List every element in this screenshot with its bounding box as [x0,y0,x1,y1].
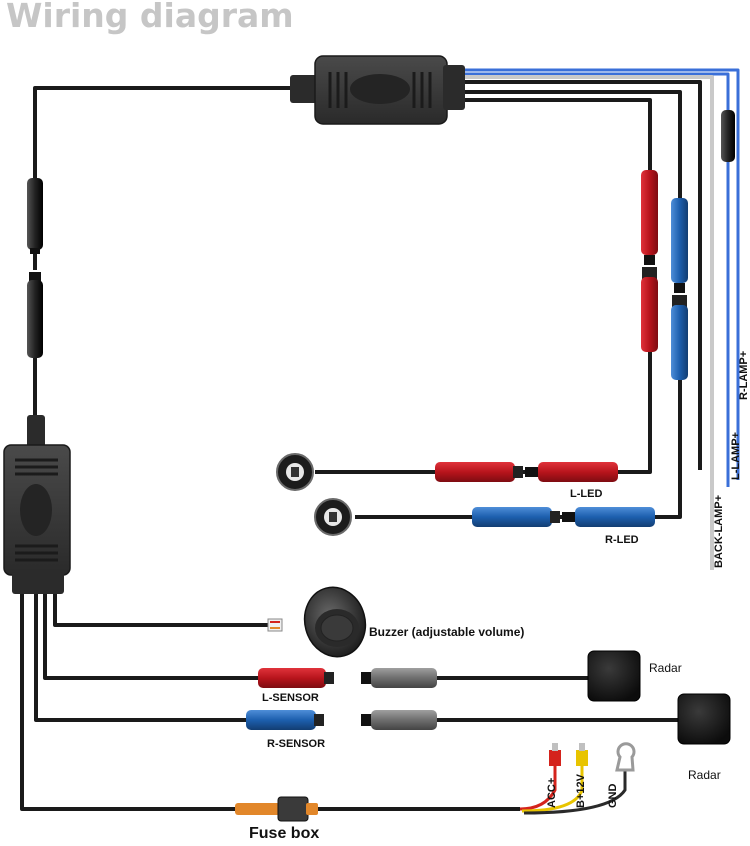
wire-buzzer [53,575,272,627]
r-lamp-label: R-LAMP+ [738,350,750,400]
r-led-label: R-LED [605,534,639,546]
r-sensor-connectors [246,710,437,730]
wire-back-lamp [462,75,714,570]
r-led-assembly [314,498,655,536]
l-sensor-connectors [258,668,437,688]
top-control-box [290,55,465,125]
buzzer-label: Buzzer (adjustable volume) [369,625,525,639]
radar-sensor-1 [587,650,641,702]
l-sensor-label: L-SENSOR [262,692,319,704]
l-led-label: L-LED [570,488,603,500]
power-split-wires [519,765,627,815]
wire-r-sensor [34,575,246,722]
left-black-connectors [27,178,43,358]
r-sensor-label: R-SENSOR [267,738,326,750]
back-lamp-label: BACK-LAMP+ [713,494,725,568]
black-wires [20,80,702,811]
radar-sensor-2 [677,693,731,745]
buzzer-assembly [267,586,367,658]
radar-label-2: Radar [688,768,721,782]
main-control-box [3,415,71,594]
right-vertical-connectors [641,110,735,380]
wire-top-left [33,86,316,180]
l-led-assembly [276,453,618,491]
acc-label: ACC+ [546,777,558,808]
gnd-label: GND [607,783,619,808]
wire-power [20,575,235,811]
lamp-wires [462,68,740,570]
fuse-box-label: Fuse box [249,825,320,842]
wire-l-sensor [43,575,258,680]
fuse-box [235,796,318,822]
b12v-label: B+12V [575,774,587,808]
wire-r-lamp [462,68,740,480]
power-terminals [549,742,636,772]
wire-l-led [615,350,652,474]
wire-r-led [652,380,682,519]
radar-label-1: Radar [649,661,682,675]
l-lamp-label: L-LAMP+ [730,432,742,480]
diagram-title: Wiring diagram [6,0,294,35]
